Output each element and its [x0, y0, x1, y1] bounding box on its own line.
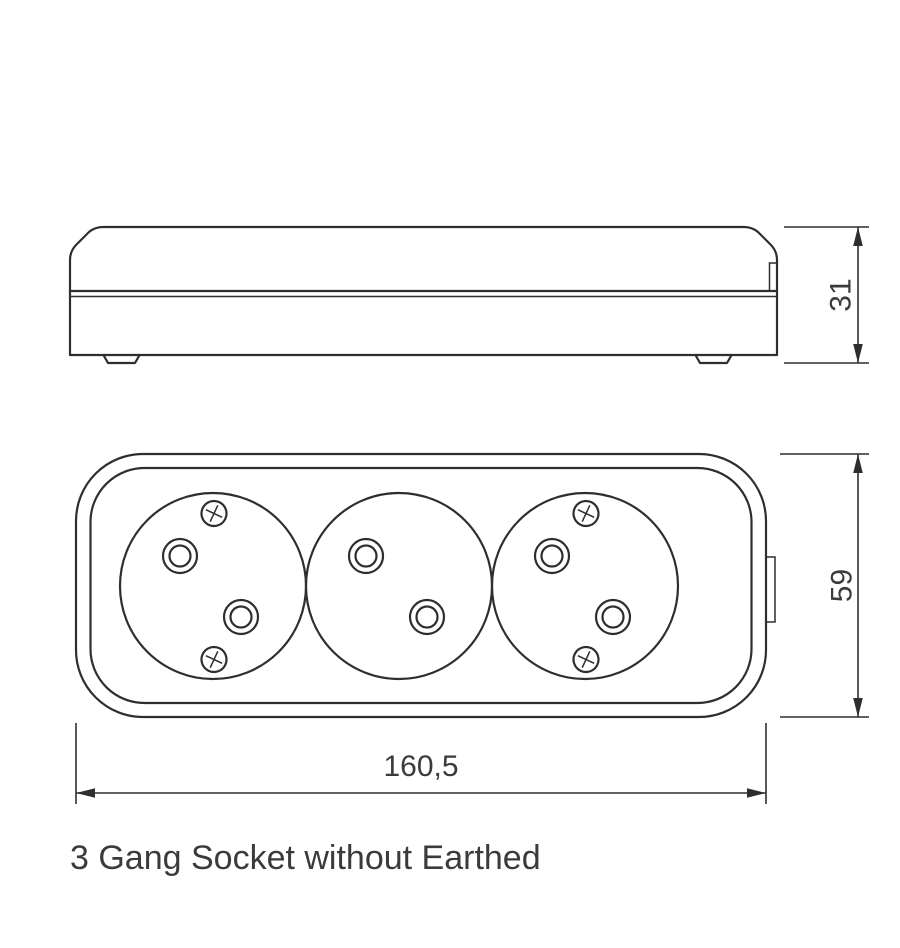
socket-1-pinhole-bottom	[229, 605, 253, 629]
arrowhead-down	[853, 344, 863, 363]
screw-head-icon	[200, 499, 228, 528]
socket-1-pinhole-bottom-ring	[222, 598, 260, 636]
screw-bottom-left	[200, 645, 228, 674]
socket-1-pinhole-top-ring	[161, 537, 199, 575]
screw-slot-v	[209, 505, 219, 522]
arrowhead-up	[853, 227, 863, 246]
socket-3-pinhole-top	[540, 544, 564, 568]
side-view-foot-right	[694, 354, 733, 365]
arrowhead-left	[76, 788, 95, 798]
front-width-dimension: 160,5	[75, 723, 767, 804]
dimension-value-front-width: 160,5	[383, 750, 458, 783]
side-view-foot-left	[102, 354, 141, 365]
screw-slot-v	[209, 651, 219, 668]
screw-slot-v	[581, 505, 591, 522]
screw-slot-v	[581, 651, 591, 668]
side-profile-view	[68, 225, 779, 365]
side-height-dimension: 31	[784, 226, 869, 364]
socket-3-pinhole-top-ring	[533, 537, 571, 575]
screw-top-left	[200, 499, 228, 528]
dimension-value-front-height: 59	[826, 569, 859, 602]
dimension-value-side-height: 31	[825, 278, 858, 311]
socket-3-well	[490, 491, 680, 681]
arrowhead-down	[853, 698, 863, 717]
socket-3-pinhole-bottom	[601, 605, 625, 629]
socket-2-pinhole-bottom	[415, 605, 439, 629]
arrowhead-right	[747, 788, 766, 798]
screw-head-icon	[200, 645, 228, 674]
screw-head-icon	[572, 645, 600, 674]
socket-2-pinhole-bottom-ring	[408, 598, 446, 636]
screw-head-icon	[572, 499, 600, 528]
socket-3	[490, 491, 680, 681]
socket-2-pinhole-top	[354, 544, 378, 568]
socket-3-pinhole-bottom-ring	[594, 598, 632, 636]
side-view-latch	[768, 262, 778, 292]
socket-1-pinhole-top	[168, 544, 192, 568]
front-view-inner-face	[89, 466, 753, 705]
socket-2-pinhole-top-ring	[347, 537, 385, 575]
front-height-dimension: 59	[780, 453, 869, 718]
front-view	[74, 452, 776, 719]
side-view-outline	[68, 225, 779, 357]
drawing-caption: 3 Gang Socket without Earthed	[70, 839, 541, 877]
front-view-outer-body	[74, 452, 768, 719]
screw-bottom-right	[572, 645, 600, 674]
screw-top-right	[572, 499, 600, 528]
arrowhead-up	[853, 454, 863, 473]
